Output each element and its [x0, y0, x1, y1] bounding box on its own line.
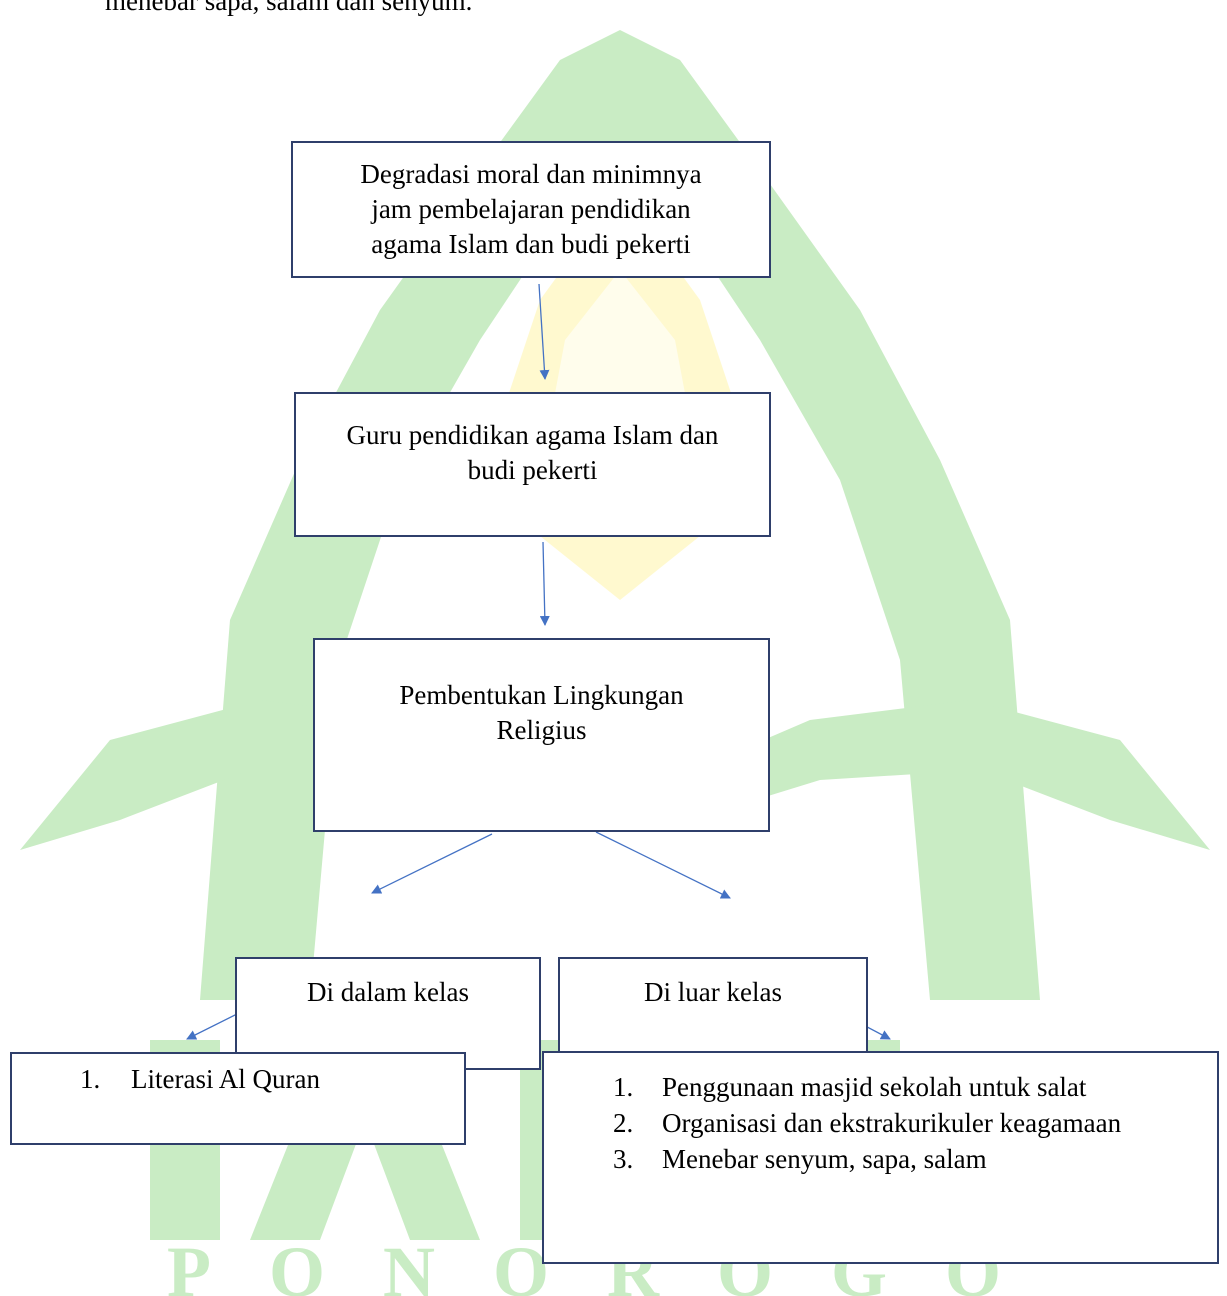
list-item: 1. Penggunaan masjid sekolah untuk salat — [613, 1069, 1213, 1105]
arrow-teacher-to-environment — [539, 541, 550, 626]
list-text: Penggunaan masjid sekolah untuk salat — [662, 1072, 1087, 1102]
box-label: Di dalam kelas — [307, 977, 469, 1007]
box-religious-environment: Pembentukan Lingkungan Religius — [313, 638, 770, 832]
logo-letter-2 — [250, 1040, 480, 1240]
box-label: Di luar kelas — [644, 977, 782, 1007]
inside-activity-list: 1. Literasi Al Quran — [80, 1062, 320, 1097]
list-item: 2. Organisasi dan ekstrakurikuler keagam… — [613, 1105, 1213, 1141]
outside-activity-list: 1. Penggunaan masjid sekolah untuk salat… — [613, 1069, 1213, 1177]
arrow-problem-to-teacher — [538, 283, 550, 380]
box-line: agama Islam dan budi pekerti — [371, 229, 691, 259]
box-line: Pembentukan Lingkungan — [399, 680, 684, 710]
list-item: 1. Literasi Al Quran — [80, 1062, 320, 1097]
box-line: Degradasi moral dan minimnya — [360, 159, 702, 189]
box-line: Religius — [496, 715, 587, 745]
list-text: Literasi Al Quran — [131, 1064, 320, 1094]
preceding-paragraph-text: menebar sapa, salam dan senyum. — [105, 0, 473, 16]
list-text: Menebar senyum, sapa, salam — [662, 1144, 987, 1174]
box-line: jam pembelajaran pendidikan — [371, 194, 691, 224]
list-text: Organisasi dan ekstrakurikuler keagamaan — [662, 1108, 1122, 1138]
box-moral-degradation: Degradasi moral dan minimnya jam pembela… — [291, 141, 771, 278]
list-number: 3. — [613, 1144, 634, 1174]
box-outside-activities: 1. Penggunaan masjid sekolah untuk salat… — [542, 1051, 1219, 1264]
list-item: 3. Menebar senyum, sapa, salam — [613, 1141, 1213, 1177]
list-number: 1. — [80, 1064, 101, 1094]
logo-right-wing — [670, 700, 1210, 850]
box-inside-activities: 1. Literasi Al Quran — [10, 1052, 466, 1145]
box-line: Guru pendidikan agama Islam dan — [346, 420, 719, 450]
box-line: budi pekerti — [467, 455, 598, 485]
box-inside-class: Di dalam kelas — [235, 957, 541, 1070]
arrow-environment-to-inside — [371, 833, 493, 894]
box-teacher: Guru pendidikan agama Islam dan budi pek… — [294, 392, 771, 537]
list-number: 2. — [613, 1108, 634, 1138]
arrow-environment-to-outside — [595, 831, 731, 899]
list-number: 1. — [613, 1072, 634, 1102]
